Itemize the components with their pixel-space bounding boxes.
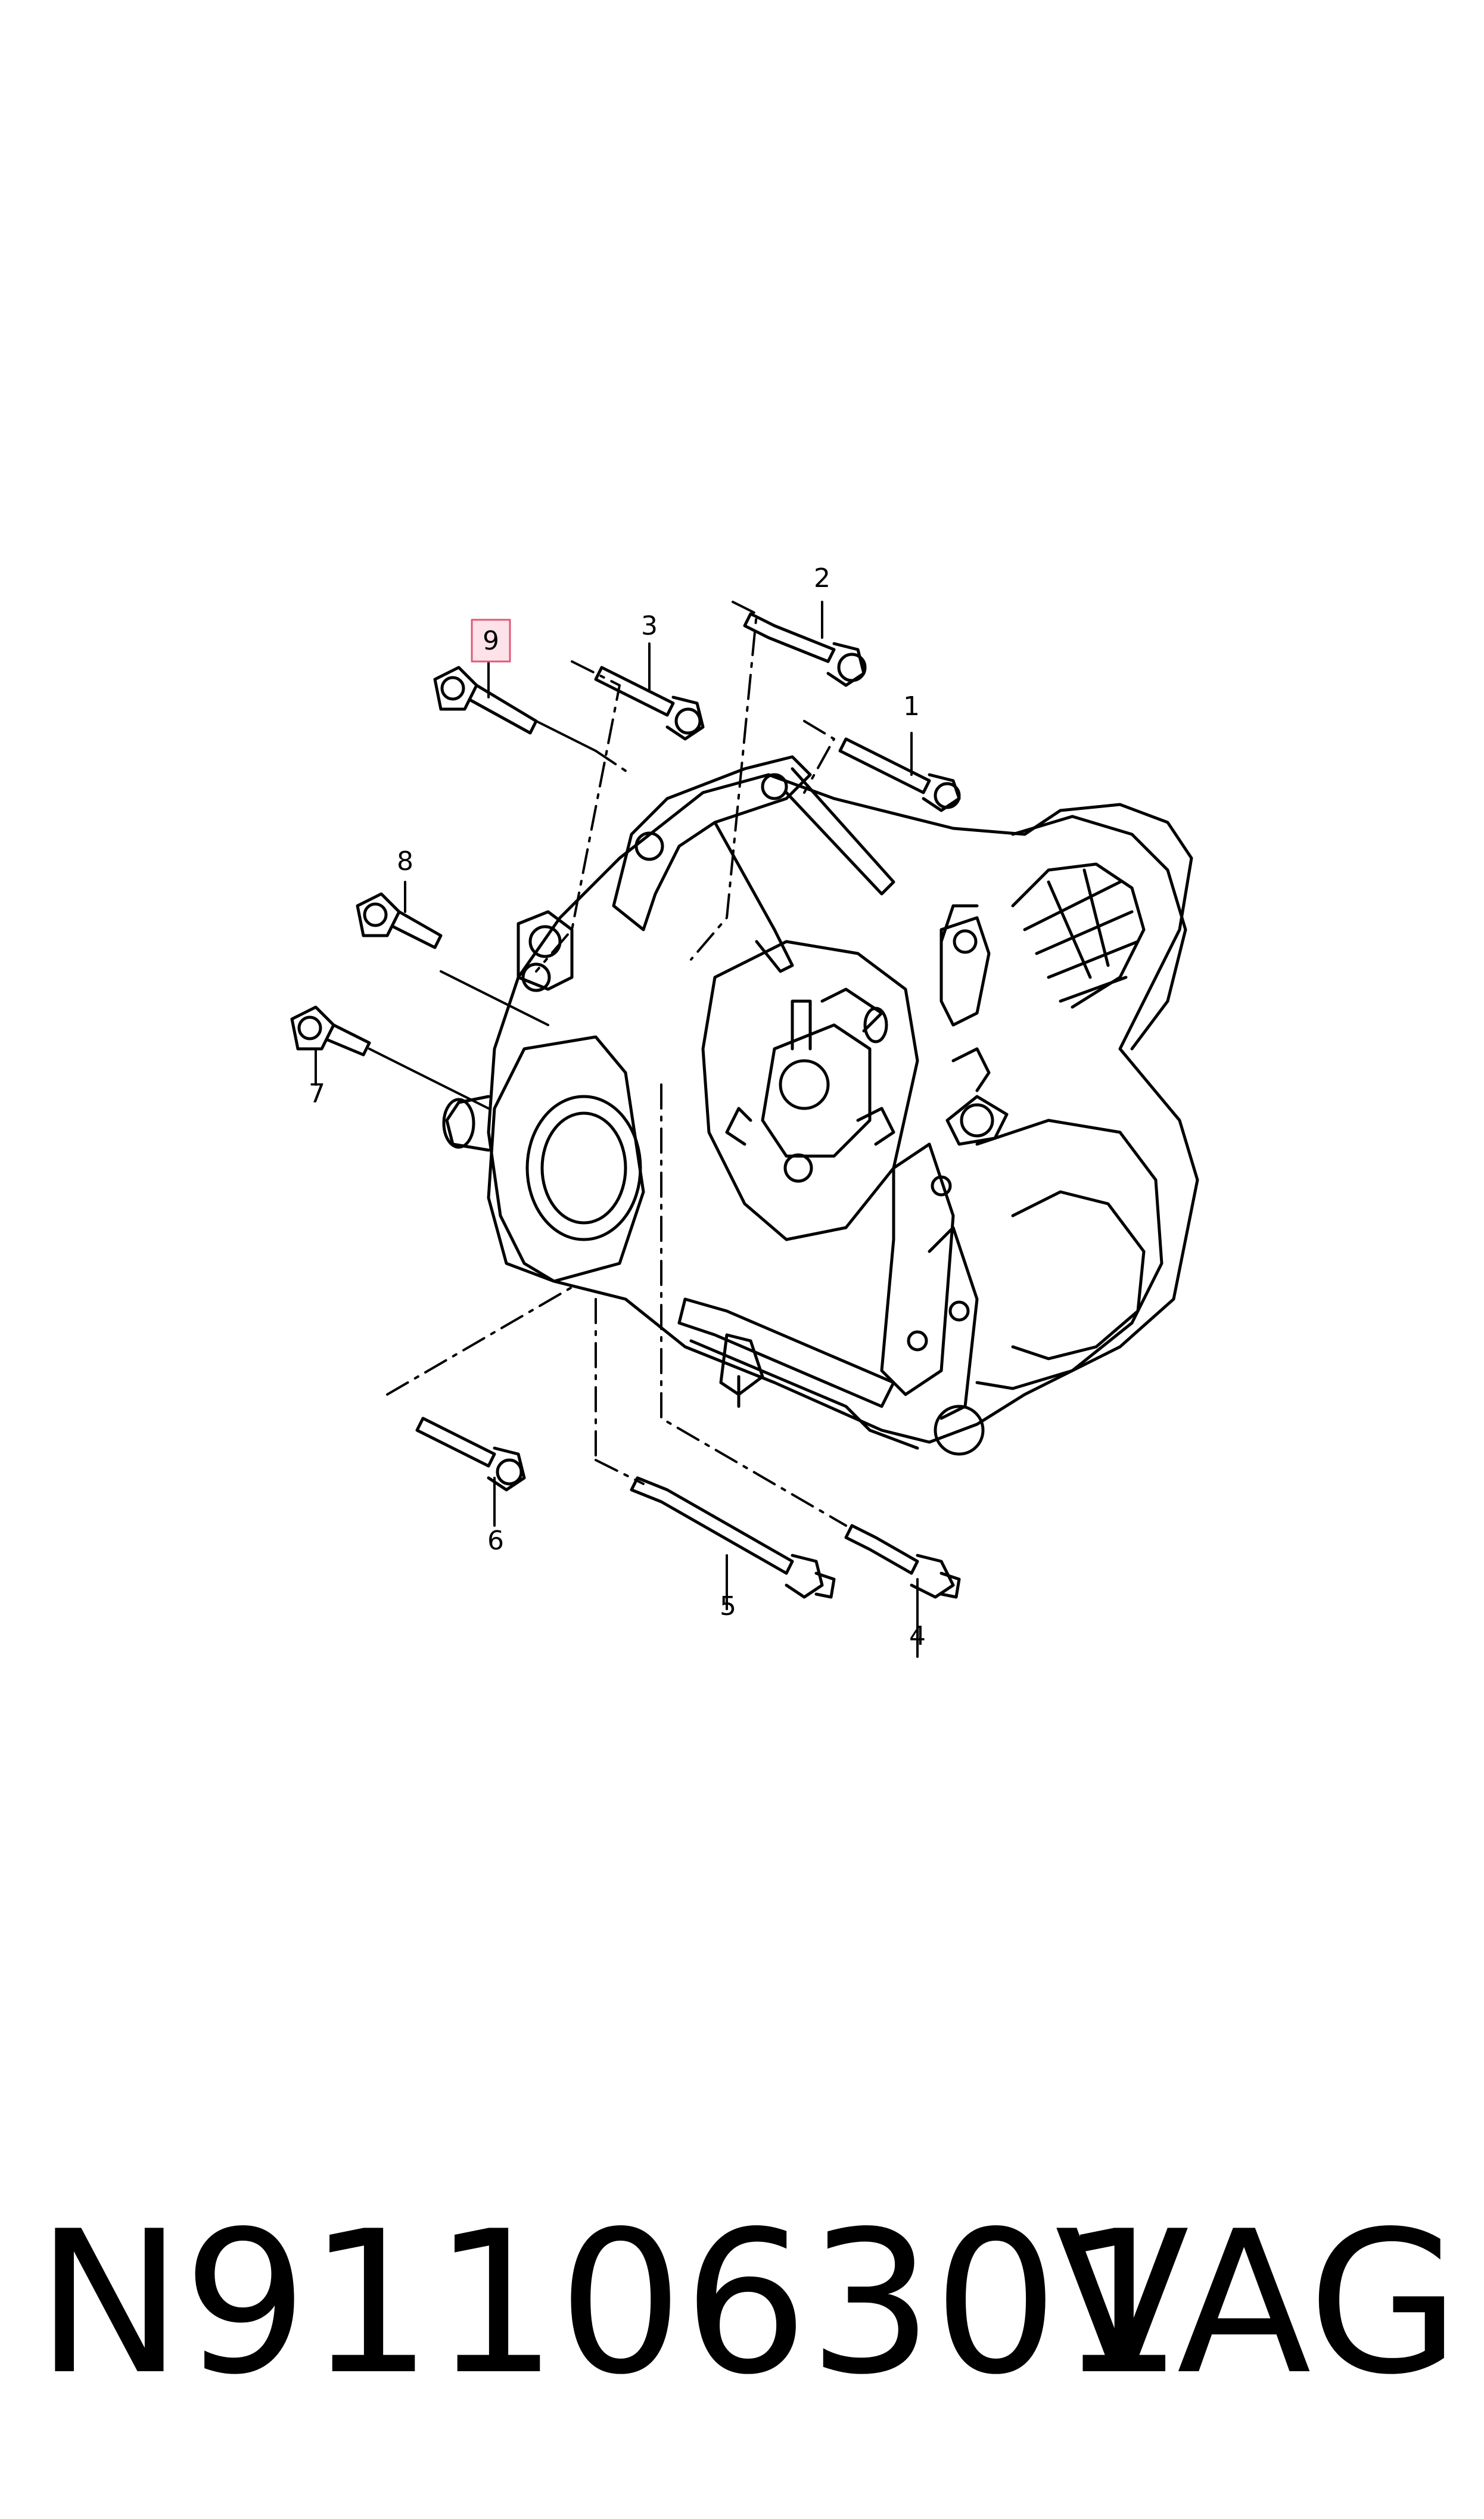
gearbox-housing <box>442 755 1199 1456</box>
bolt-9-icon <box>433 666 538 735</box>
brand-name: VAG <box>1054 2189 1460 2418</box>
callout-label-2[interactable]: 2 <box>814 563 830 594</box>
callout-label-5[interactable]: 5 <box>720 1591 736 1622</box>
highlight-box-9 <box>471 619 511 663</box>
alignment-lines <box>386 601 847 1527</box>
callout-label-4[interactable]: 4 <box>909 1621 926 1651</box>
callout-label-1[interactable]: 1 <box>903 691 920 722</box>
bolt-8-icon <box>356 892 443 949</box>
part-number: N91106301 <box>36 2189 1184 2418</box>
bolt-6-icon <box>415 1417 526 1492</box>
bolt-1-icon <box>838 737 961 812</box>
bolt-2-icon <box>743 612 867 687</box>
callout-label-9[interactable]: 9 <box>483 626 499 656</box>
bolt-7-icon <box>290 1005 371 1057</box>
callout-label-3[interactable]: 3 <box>641 611 658 641</box>
callout-label-6[interactable]: 6 <box>487 1526 504 1556</box>
bolt-3-icon <box>594 666 705 741</box>
callout-labels: 1 2 3 4 5 6 7 8 9 <box>309 563 926 1651</box>
callout-label-7[interactable]: 7 <box>309 1079 325 1109</box>
bolt-5-icon <box>630 1476 836 1599</box>
leader-lines <box>315 601 919 1658</box>
callout-label-8[interactable]: 8 <box>397 846 413 877</box>
bolt-4-icon <box>844 1524 961 1599</box>
